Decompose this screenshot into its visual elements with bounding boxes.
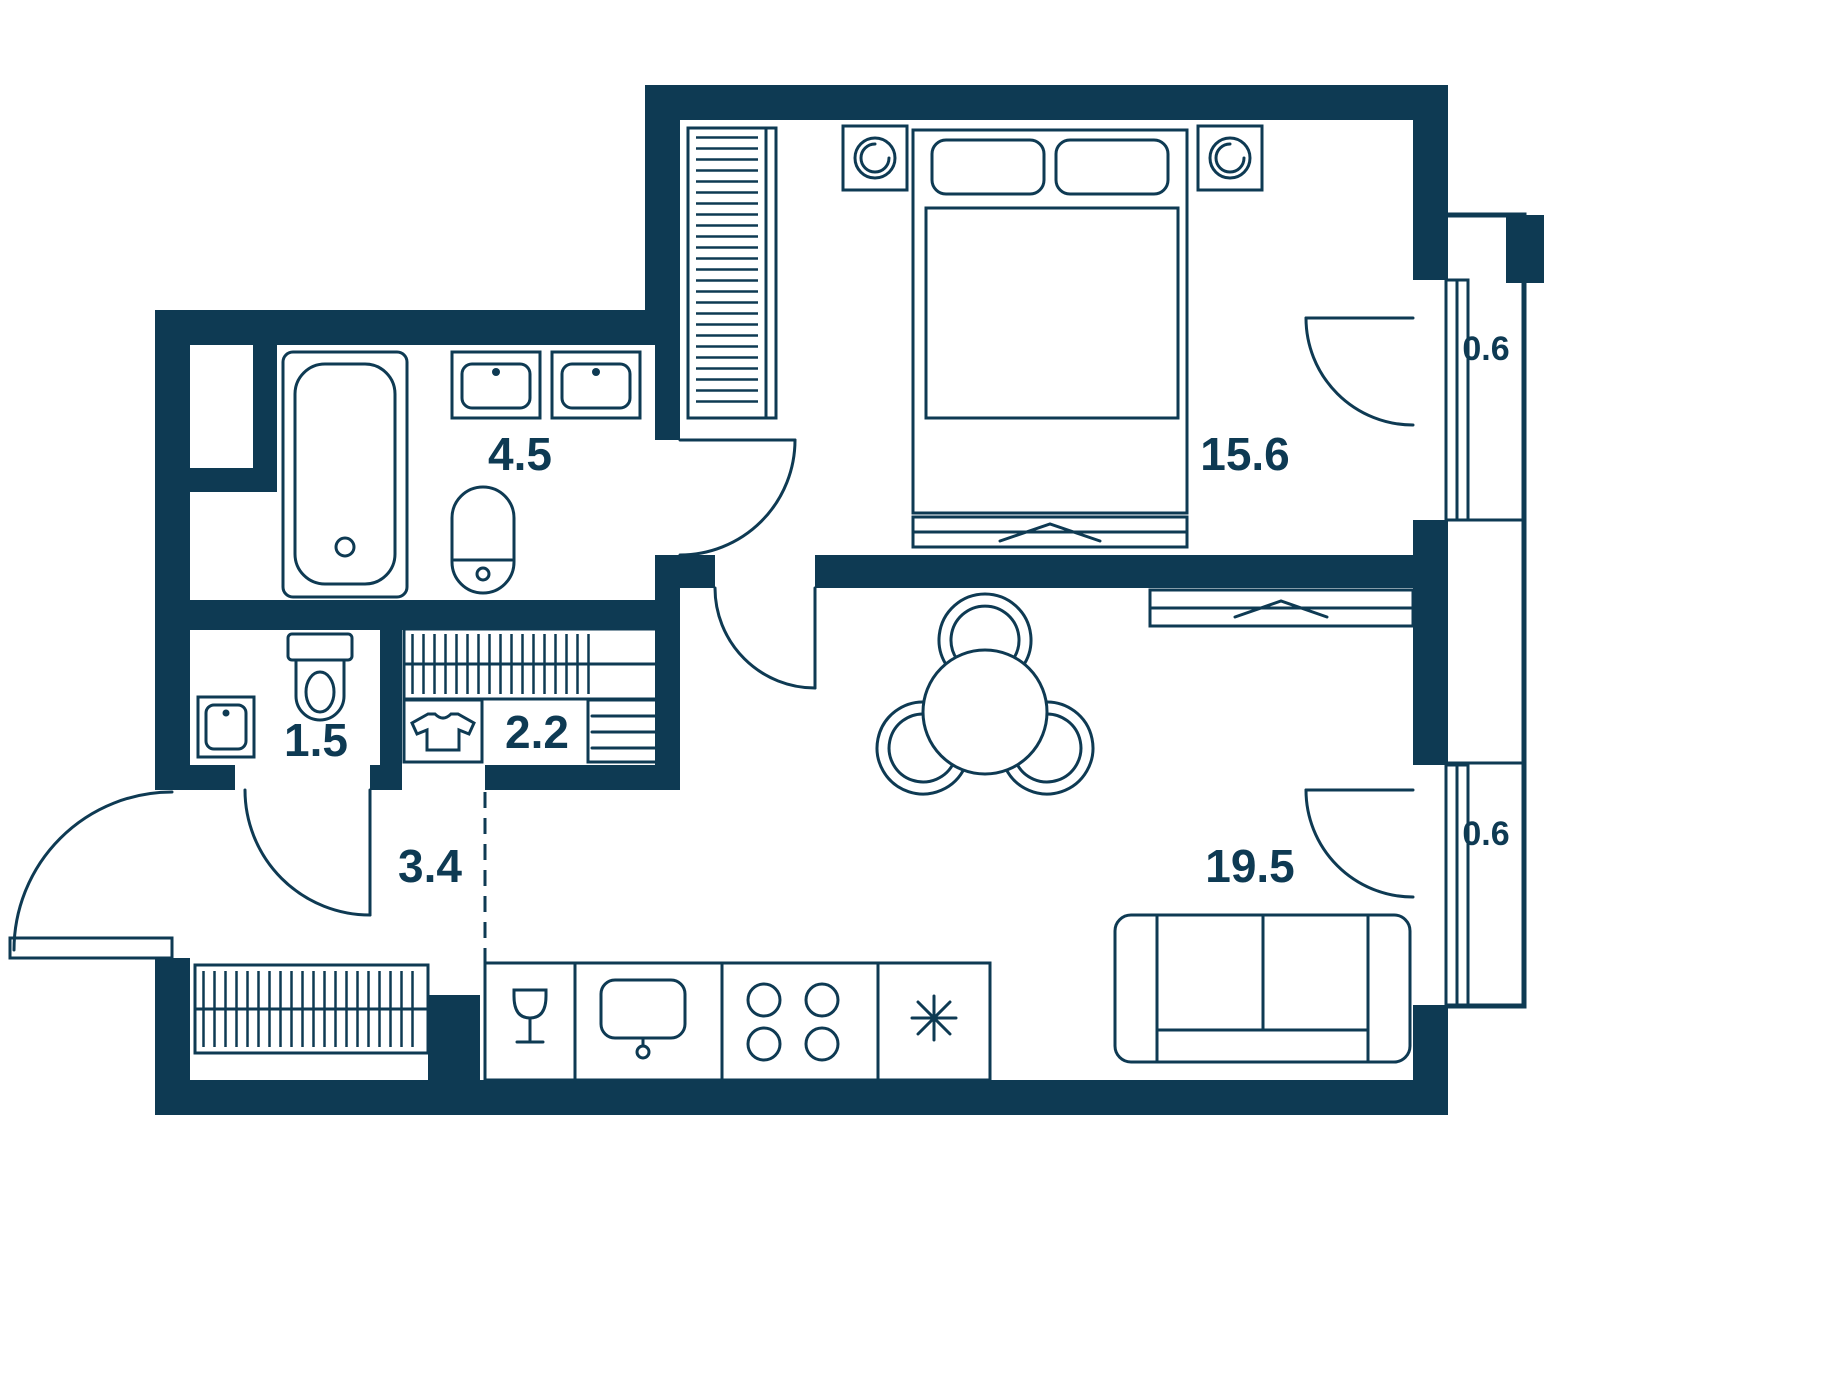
window [1444,763,1470,1007]
nightstand-lamp [841,124,909,192]
room-label-bedroom: 15.6 [1200,428,1290,480]
entry-door [8,790,174,960]
room-label-wc: 1.5 [284,714,348,766]
shelves [586,698,664,764]
balcony-door [1304,316,1415,427]
kitchen-counter [483,961,992,1082]
hood-star-icon [910,994,958,1042]
toilet [286,632,354,722]
room-label-balcony-top: 0.6 [1462,330,1509,368]
room-labels: 4.5 15.6 1.5 2.2 3.4 19.5 0.6 0.6 [284,330,1510,892]
walls [155,85,1544,1115]
room-label-bathroom: 4.5 [488,428,552,480]
wc-sink [196,695,256,759]
room-label-hallway: 3.4 [398,840,462,892]
duvet [924,206,1180,420]
stove-burners [746,982,840,1062]
room-label-wardrobe: 2.2 [505,706,569,758]
bathroom-door [678,438,797,557]
bedroom-door [713,586,817,690]
tv-console [1148,588,1415,628]
dining-set [875,592,1095,796]
bedroom-wardrobe [686,126,778,420]
water-heater [450,485,516,595]
balcony-door [1304,788,1415,899]
pillow [930,138,1046,196]
sofa [1113,913,1412,1064]
dining-table [921,648,1049,776]
nightstand-lamp [1196,124,1264,192]
bathtub [281,350,409,599]
washbasin [550,350,642,420]
kitchen-sink [599,978,687,1060]
hanging-rail [402,627,662,701]
wine-glass-icon [512,988,548,1044]
room-label-living-kitchen: 19.5 [1205,840,1295,892]
wc-door [243,788,372,917]
room-label-balcony-bottom: 0.6 [1462,815,1509,853]
shirt-closet [402,698,484,764]
washbasin [450,350,542,420]
pillow [1054,138,1170,196]
bed [911,128,1189,515]
dresser [911,515,1189,549]
window [1444,278,1470,522]
hall-closet [193,963,430,1055]
